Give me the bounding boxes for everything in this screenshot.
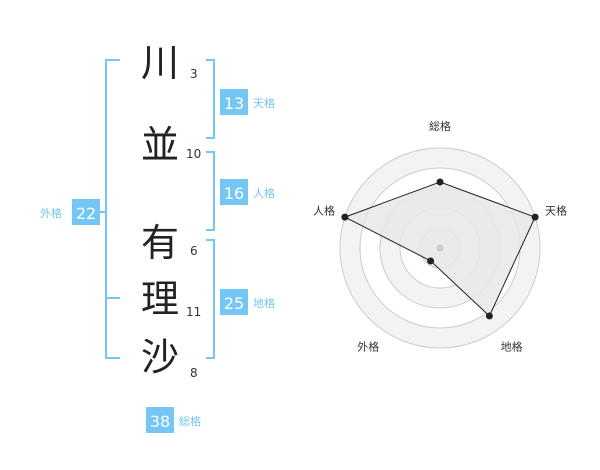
gaikaku-label: 外格 xyxy=(40,206,62,220)
tenkaku-fortune: 13 天格 xyxy=(220,89,275,115)
brackets xyxy=(100,59,215,359)
name-char-5: 沙 xyxy=(141,335,179,379)
radar-points xyxy=(341,178,539,320)
soukaku-fortune: 38 総格 xyxy=(146,407,201,433)
tenkaku-label: 天格 xyxy=(253,96,275,110)
stroke-count-5: 8 xyxy=(190,366,198,380)
gaikaku-bracket xyxy=(105,59,120,359)
chikaku-badge xyxy=(220,289,248,315)
jinkaku-value: 16 xyxy=(224,184,244,203)
gaikaku-fortune: 外格 22 xyxy=(40,199,100,225)
radar-center-dot xyxy=(436,244,444,252)
tenkaku-badge xyxy=(220,89,248,115)
stroke-count-3: 6 xyxy=(190,244,198,258)
stroke-count-1: 3 xyxy=(190,67,198,81)
radar-point-2 xyxy=(531,213,539,221)
chikaku-label: 地格 xyxy=(253,296,275,310)
radar-point-1 xyxy=(436,178,444,186)
name-diagram: 川 並 有 理 沙 3 10 6 11 8 13 天格 16 人格 25 地格 … xyxy=(40,41,275,433)
radar-axis-label: 総格 xyxy=(429,119,451,133)
soukaku-value: 38 xyxy=(150,412,170,431)
chikaku-fortune: 25 地格 xyxy=(220,289,275,315)
name-char-4: 理 xyxy=(141,277,179,321)
chikaku-value: 25 xyxy=(224,294,244,313)
stroke-count-4: 11 xyxy=(186,305,201,319)
soukaku-badge xyxy=(146,407,174,433)
radar-point-4 xyxy=(427,257,435,265)
radar-axis-label: 天格 xyxy=(545,203,567,217)
tenkaku-value: 13 xyxy=(224,94,244,113)
name-char-1: 川 xyxy=(141,41,179,85)
radar-axis-label: 人格 xyxy=(313,203,335,217)
radar-point-5 xyxy=(341,213,349,221)
radar-point-3 xyxy=(485,312,493,320)
soukaku-label: 総格 xyxy=(179,414,201,428)
radar-axis-label: 外格 xyxy=(357,340,379,354)
jinkaku-label: 人格 xyxy=(253,186,275,200)
name-char-3: 有 xyxy=(141,221,179,265)
jinkaku-badge xyxy=(220,179,248,205)
tenkaku-bracket xyxy=(206,59,215,139)
radar-axis-label: 地格 xyxy=(501,340,523,354)
jinkaku-bracket xyxy=(206,151,215,231)
name-char-2: 並 xyxy=(141,123,179,167)
jinkaku-fortune: 16 人格 xyxy=(220,179,275,205)
stroke-count-2: 10 xyxy=(186,147,201,161)
gaikaku-value: 22 xyxy=(76,204,96,223)
gaikaku-badge xyxy=(72,199,100,225)
chikaku-bracket xyxy=(206,239,215,359)
